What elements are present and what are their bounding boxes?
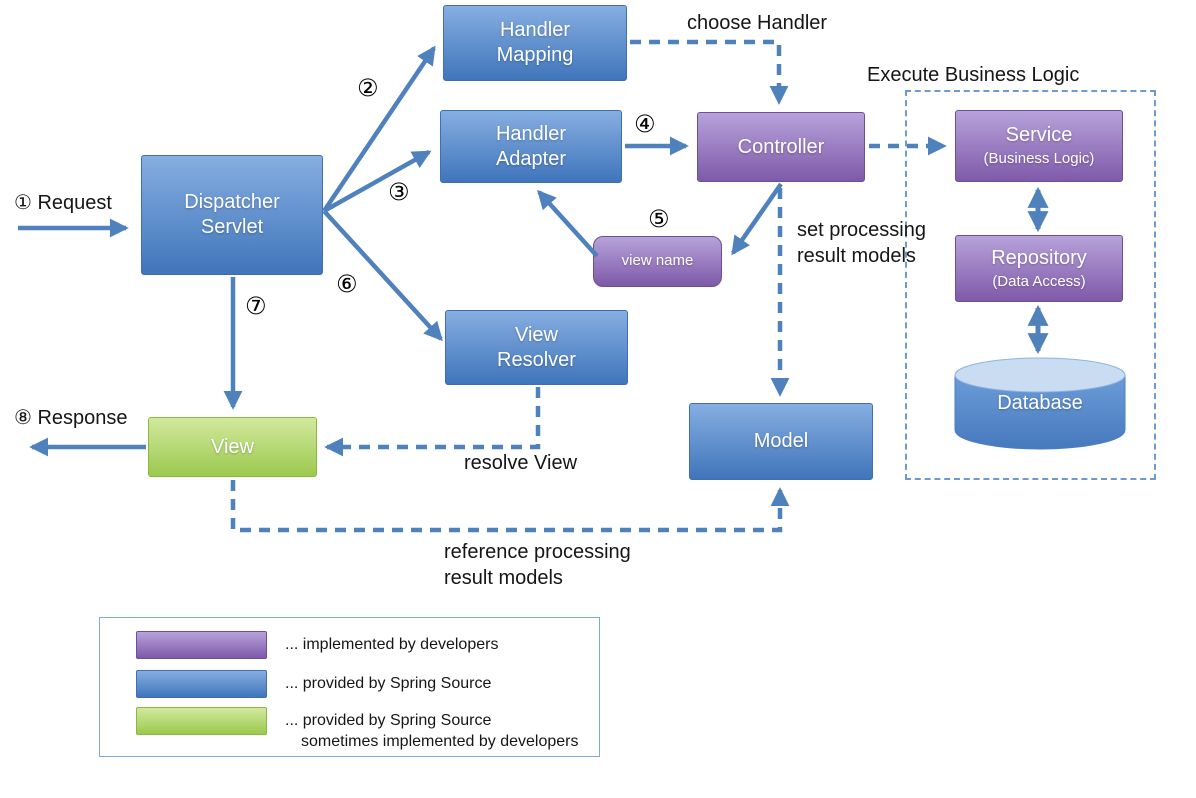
reference-processing-line2: result models xyxy=(444,567,563,589)
node-view: View xyxy=(148,417,317,477)
step-marker-4: ④ xyxy=(634,110,656,138)
node-handler-adapter: Handler Adapter xyxy=(440,110,622,183)
node-label: Service xyxy=(1005,124,1073,147)
node-label: Dispatcher xyxy=(184,191,280,213)
node-label: Mapping xyxy=(496,44,574,66)
legend-label: ... implemented by developers xyxy=(285,636,499,653)
step-marker-2: ② xyxy=(357,74,379,102)
step-marker-6: ⑥ xyxy=(336,270,358,298)
node-label: Handler xyxy=(499,19,571,41)
reference-processing-label: reference processing result models xyxy=(444,539,631,591)
arrow-view-name-to-handler-adapter xyxy=(537,189,599,258)
node-label: Controller xyxy=(737,135,825,158)
node-controller: Controller xyxy=(697,112,865,182)
resolve-view-label: resolve View xyxy=(464,452,578,474)
choose-handler-label: choose Handler xyxy=(687,12,828,34)
legend-row-provided-sometimes: ... provided by Spring Source xyxy=(136,707,491,735)
node-view-resolver: View Resolver xyxy=(445,310,628,385)
legend-row-provided: ... provided by Spring Source xyxy=(136,670,491,698)
arrow-view-resolver-to-view xyxy=(324,387,541,457)
node-handler-mapping: Handler Mapping xyxy=(443,5,627,81)
node-label: Adapter xyxy=(495,147,567,170)
arrow-dispatcher-to-handler-mapping xyxy=(322,45,436,213)
set-processing-line1: set processing xyxy=(797,219,926,241)
step-marker-3: ③ xyxy=(388,178,410,206)
node-label: view name xyxy=(621,252,694,270)
node-sublabel: (Data Access) xyxy=(992,272,1086,290)
arrow-controller-to-view-name xyxy=(731,182,783,256)
reference-processing-line1: reference processing xyxy=(444,541,631,563)
node-repository: Repository (Data Access) xyxy=(955,235,1123,302)
legend-swatch-green xyxy=(136,707,267,735)
node-label: Handler xyxy=(495,122,567,145)
set-processing-label: set processing result models xyxy=(797,217,926,269)
node-database-label: Database xyxy=(997,392,1083,414)
execute-business-logic-label: Execute Business Logic xyxy=(867,64,1080,86)
node-label: View xyxy=(515,323,558,346)
step-marker-5: ⑤ xyxy=(648,205,670,233)
response-label: ⑧ Response xyxy=(14,407,128,429)
set-processing-line2: result models xyxy=(797,245,916,267)
node-service: Service (Business Logic) xyxy=(955,110,1123,182)
step-marker-7: ⑦ xyxy=(245,292,267,320)
node-dispatcher-servlet: Dispatcher Servlet xyxy=(141,155,323,275)
node-model: Model xyxy=(689,403,873,480)
node-label: Resolver xyxy=(497,348,576,371)
legend-label: ... provided by Spring Source xyxy=(285,675,492,692)
arrow-handler-mapping-to-controller xyxy=(630,39,789,105)
request-label: ① Request xyxy=(14,192,112,214)
node-label: Repository xyxy=(991,246,1087,269)
legend-label: ... provided by Spring Source xyxy=(285,712,492,729)
node-label: View xyxy=(211,435,254,458)
legend-row-implemented: ... implemented by developers xyxy=(136,631,498,659)
node-label: Model xyxy=(753,430,809,452)
legend-label-second-line: sometimes implemented by developers xyxy=(301,733,579,750)
legend-swatch-blue xyxy=(136,670,267,698)
node-sublabel: (Business Logic) xyxy=(983,150,1095,168)
legend: ... implemented by developers ... provid… xyxy=(99,617,600,757)
node-label: Servlet xyxy=(200,216,264,238)
arrow-view-to-model xyxy=(230,480,790,533)
execute-business-logic-container xyxy=(905,90,1156,480)
arrow-dispatcher-to-handler-adapter xyxy=(322,150,432,213)
legend-swatch-purple xyxy=(136,631,267,659)
node-view-name: view name xyxy=(593,236,722,287)
